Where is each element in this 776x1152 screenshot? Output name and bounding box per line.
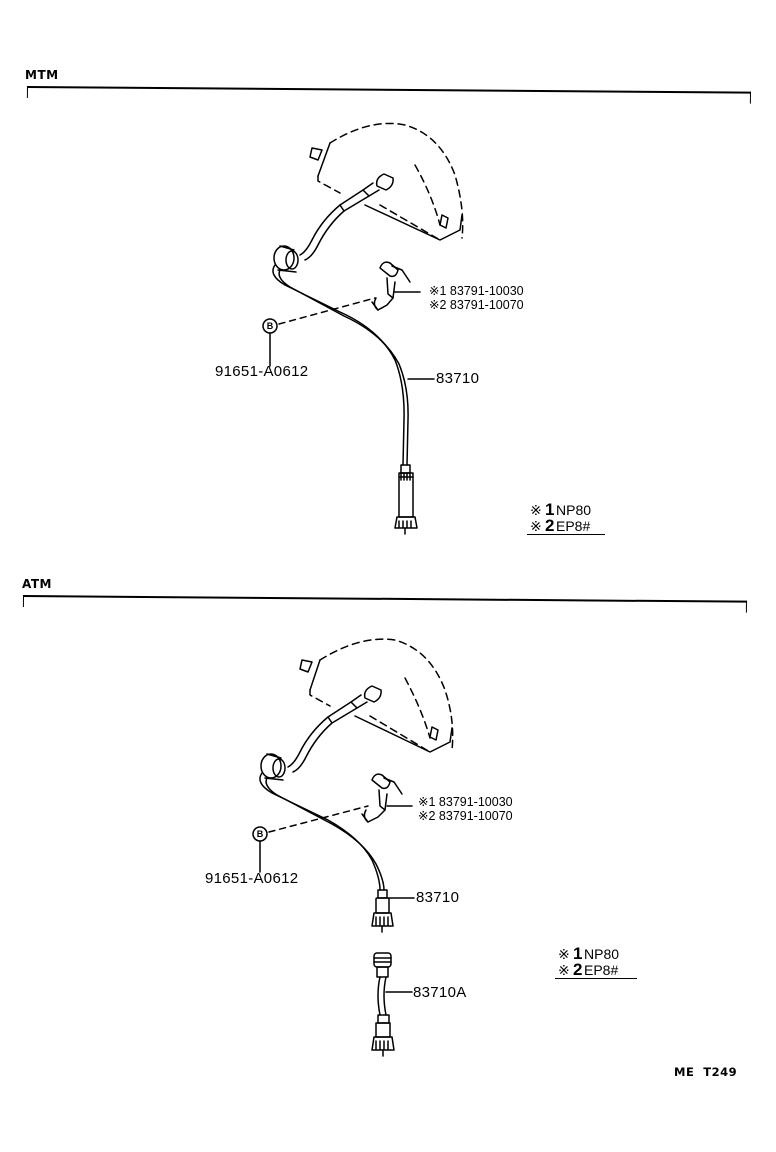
grommet-atm: [260, 753, 286, 781]
bracket-clip-mtm: [371, 261, 421, 311]
legend-underline: [527, 534, 605, 535]
diagram-reference-code: ME T249: [674, 1065, 738, 1079]
part-number-cable-mtm: 83710: [436, 370, 480, 387]
legend-atm: ※ 1 NP80 ※ 2 EP8#: [555, 944, 637, 979]
connector-lower-atm: [371, 889, 394, 933]
extension-cable-atm: [371, 952, 413, 1057]
cable-lower-atm: [259, 772, 385, 891]
bracket-part-number: 83791-10070: [438, 809, 513, 823]
bracket-part-mtm-2: ※2 83791-10070: [429, 298, 524, 312]
bolt-symbol-mtm: B: [266, 321, 274, 331]
bolt-mtm: [262, 297, 376, 367]
cable-upper-mtm: [299, 173, 394, 261]
part-number-cable-atm: 83710: [416, 889, 460, 906]
cable-lower-mtm: [272, 264, 409, 466]
bolt-atm: [252, 805, 369, 873]
legend-row: ※ 1 NP80: [558, 944, 620, 963]
bracket-part-atm-1: ※1 83791-10030: [418, 795, 513, 809]
connector-lower-mtm: [394, 464, 418, 535]
part-number-extension-atm: 83710A: [413, 984, 467, 1001]
bracket-part-atm-2: ※2 83791-10070: [418, 809, 513, 823]
meter-housing-atm: [299, 638, 454, 753]
legend-row: ※ 1 NP80: [530, 500, 592, 519]
meter-housing-mtm: [309, 122, 464, 241]
bracket-part-mark: ※2: [418, 809, 436, 823]
bracket-part-mark: ※2: [429, 298, 447, 312]
bracket-part-number: 83791-10070: [449, 298, 524, 312]
section-label-atm: ATM: [22, 577, 52, 591]
bracket-part-number: 83791-10030: [438, 795, 513, 809]
bracket-clip-atm: [361, 773, 413, 823]
legend-row: ※ 2 EP8#: [530, 516, 591, 535]
section-label-mtm: MTM: [25, 68, 59, 82]
legend-row: ※ 2 EP8#: [558, 960, 619, 979]
legend-underline: [555, 978, 637, 979]
part-number-bolt-atm: 91651-A0612: [205, 870, 299, 887]
cable-upper-atm: [287, 685, 382, 773]
legend-mtm: ※ 1 NP80 ※ 2 EP8#: [527, 500, 605, 535]
part-number-bolt-mtm: 91651-A0612: [215, 363, 309, 380]
grommet-mtm: [273, 245, 299, 273]
bolt-symbol-atm: B: [256, 829, 264, 839]
bracket-part-mark: ※1: [418, 795, 436, 809]
bracket-part-mark: ※1: [429, 284, 447, 298]
bracket-part-mtm-1: ※1 83791-10030: [429, 284, 524, 298]
bracket-part-number: 83791-10030: [449, 284, 524, 298]
